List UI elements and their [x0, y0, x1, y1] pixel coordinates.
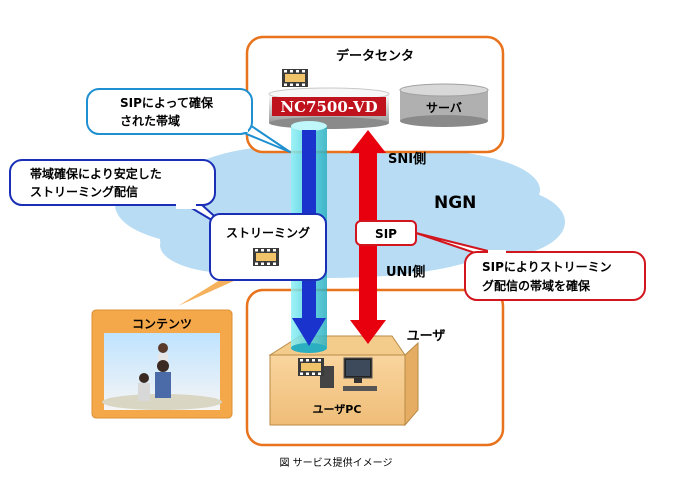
- sni-label: SNI側: [388, 151, 426, 167]
- film-icon: [282, 69, 308, 87]
- server-cylinder: [399, 83, 489, 127]
- nc7500-device: [268, 87, 390, 129]
- callout-sip-bandwidth: [86, 88, 291, 153]
- monitor-icon: [320, 357, 377, 391]
- film-icon: [298, 358, 324, 376]
- streaming-box: [178, 213, 327, 306]
- callout-sip-bandwidth-line2: された帯域: [120, 113, 180, 128]
- uni-label: UNI側: [386, 264, 425, 280]
- callout-sip-note-line2: グ配信の帯域を確保: [482, 278, 591, 293]
- callout-sip-note-line1: SIPによりストリーミン: [482, 260, 612, 274]
- sip-badge-label: SIP: [375, 227, 397, 241]
- datacenter-title: データセンタ: [336, 48, 414, 64]
- callout-stable-line1: 帯域確保により安定した: [30, 166, 162, 181]
- ngn-label: NGN: [434, 193, 476, 213]
- callout-sip-bandwidth-line1: SIPによって確保: [120, 95, 214, 110]
- nc7500-label: NC7500-VD: [280, 98, 377, 116]
- callout-stable-streaming: [9, 159, 233, 233]
- film-icon: [253, 248, 279, 266]
- callout-sip-note: [415, 232, 646, 301]
- streaming-label: ストリーミング: [226, 225, 310, 240]
- server-label: サーバ: [426, 101, 462, 115]
- family-photo: [138, 343, 171, 401]
- contents-label: コンテンツ: [132, 317, 192, 331]
- figure-caption: 図 サービス提供イメージ: [280, 456, 393, 469]
- user-pc-label: ユーザPC: [313, 403, 362, 416]
- user-title: ユーザ: [407, 329, 446, 344]
- callout-stable-line2: ストリーミング配信: [30, 184, 138, 199]
